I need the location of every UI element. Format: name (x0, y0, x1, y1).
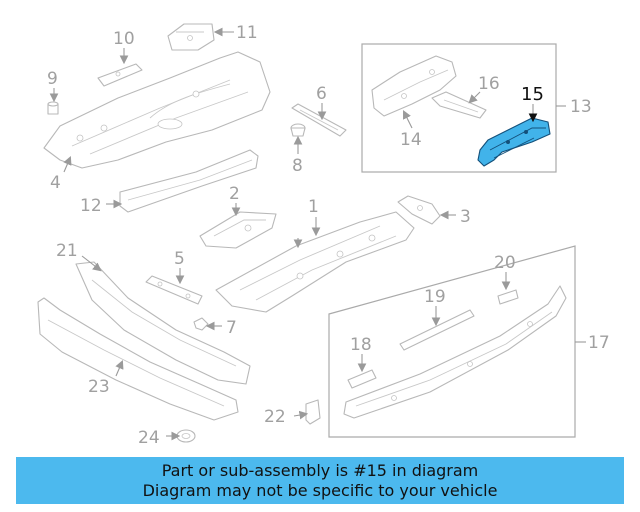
parts-diagram: 1 2 3 4 5 6 7 8 9 10 11 12 13 14 15 16 1… (37, 23, 610, 448)
banner-line-disclaimer: Diagram may not be specific to your vehi… (142, 480, 498, 500)
part-23-side-rail (37, 297, 239, 421)
subassembly-box-17 (328, 245, 576, 438)
callout-13: 13 (570, 97, 592, 117)
callout-10: 10 (113, 29, 135, 49)
callout-16: 16 (478, 74, 500, 94)
callout-5: 5 (174, 249, 185, 269)
part-8-grommet (290, 123, 306, 137)
part-10-bracket (97, 63, 143, 87)
part-24-cap (176, 429, 196, 443)
callout-15: 15 (521, 84, 544, 105)
callout-1: 1 (308, 197, 319, 217)
part-20-patch (497, 289, 519, 305)
callout-2: 2 (229, 184, 240, 204)
part-2-panel (199, 211, 277, 249)
callout-24: 24 (138, 428, 160, 448)
callout-17: 17 (588, 333, 610, 353)
callout-23: 23 (88, 377, 110, 397)
part-17-side-sill (343, 285, 567, 419)
part-15-highlighted (477, 117, 551, 167)
callout-19: 19 (424, 287, 446, 307)
callout-3: 3 (460, 207, 471, 227)
callout-6: 6 (316, 84, 327, 104)
callout-11: 11 (236, 23, 258, 43)
callout-22: 22 (264, 407, 286, 427)
callout-8: 8 (292, 156, 303, 176)
leader-lines (49, 27, 586, 441)
part-14-member (371, 55, 457, 117)
callout-12: 12 (80, 196, 102, 216)
callout-4: 4 (50, 173, 61, 193)
part-7-bolt (193, 317, 209, 331)
callout-7: 7 (226, 318, 237, 338)
part-9-plug (47, 101, 59, 115)
part-22-clip (305, 399, 321, 425)
part-21-crossmember (75, 261, 251, 385)
part-16-bracket (431, 91, 487, 119)
callout-21: 21 (56, 241, 78, 261)
part-11-reinforcement (167, 23, 215, 51)
banner-line-part: Part or sub-assembly is #15 in diagram (161, 460, 479, 480)
callout-18: 18 (350, 335, 372, 355)
part-info-banner: Part or sub-assembly is #15 in diagram D… (16, 457, 624, 504)
subassembly-box-13 (361, 43, 557, 173)
callout-20: 20 (494, 253, 516, 273)
callout-14: 14 (400, 130, 422, 150)
callout-9: 9 (47, 69, 58, 89)
part-4-front-floor (43, 51, 271, 169)
callout-labels: 1 2 3 4 5 6 7 8 9 10 11 12 13 14 15 16 1… (47, 23, 610, 448)
part-5-plate (145, 275, 203, 305)
part-18-patch (347, 369, 377, 389)
part-19-strip (399, 309, 475, 351)
part-1-rear-floor (215, 211, 415, 313)
part-12-side-member (119, 149, 259, 213)
